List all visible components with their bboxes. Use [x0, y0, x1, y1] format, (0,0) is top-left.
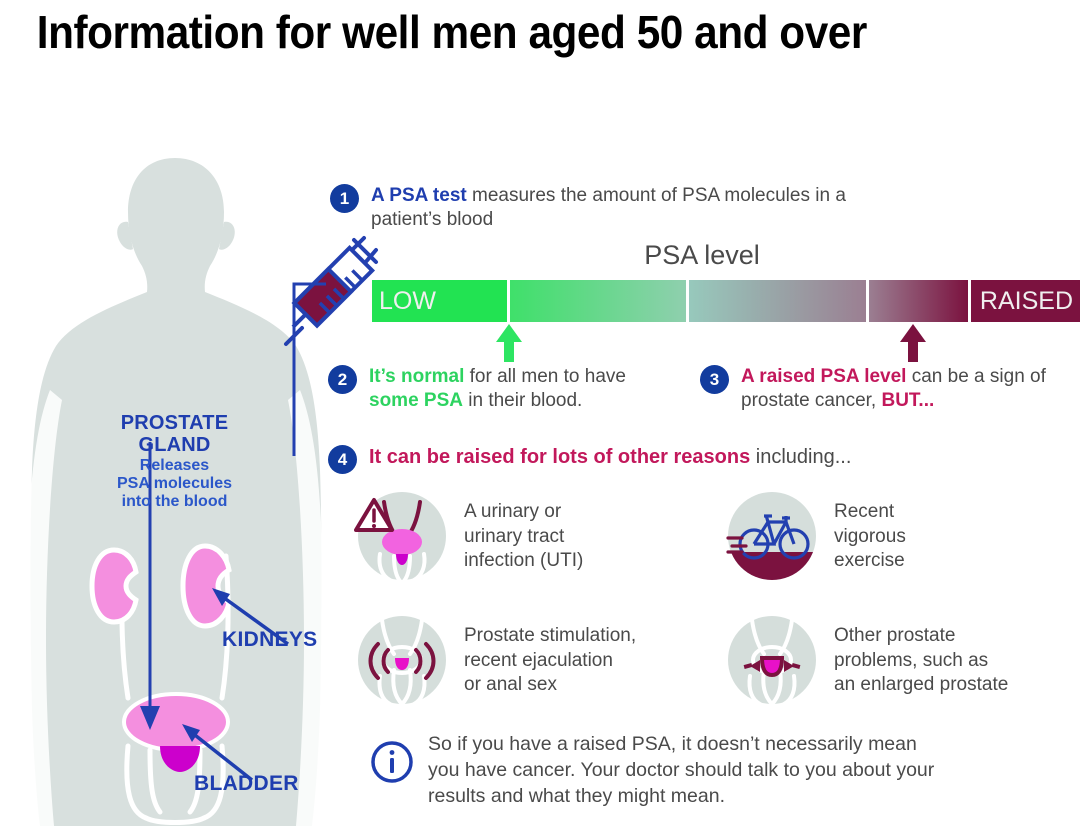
page-header: Information for well men aged 50 and ove…: [0, 0, 1080, 148]
psa-low-label: LOW: [379, 287, 436, 315]
bladder-pointer-head: [182, 724, 200, 742]
reason-stimulation-line-1: Prostate stimulation,: [464, 625, 637, 646]
reason-stimulation-text: Prostate stimulation, recent ejaculation…: [464, 612, 636, 698]
step-2: 2 It’s normal for all men to have some P…: [328, 365, 678, 414]
warning-triangle-icon: [354, 498, 394, 532]
step-4-bold: It can be raised for lots of other reaso…: [369, 446, 751, 468]
psa-segment-4: [868, 280, 968, 322]
step-2-bold: It’s normal: [369, 366, 465, 387]
step-3-number: 3: [700, 365, 729, 394]
prostate-desc-line-2: PSA molecules: [116, 474, 232, 492]
reason-uti-line-2: urinary tract: [464, 525, 565, 547]
enlarged-prostate-icon: [724, 612, 820, 708]
bladder-label: BLADDER: [194, 772, 299, 795]
psa-raised-arrow-icon: [900, 324, 926, 362]
step-3-bold: A raised PSA level: [741, 366, 907, 387]
step-1-number: 1: [330, 184, 359, 213]
prostate-label-line-2: GLAND: [138, 434, 211, 457]
speed-lines-icon: [726, 536, 748, 554]
prostate-desc-line-3: into the blood: [121, 492, 228, 510]
prostate-icon: [160, 746, 200, 772]
step-3-mid: can be a sign of prostate cancer,: [741, 366, 1046, 412]
psa-level-bar: LOW RAISED: [372, 280, 1080, 322]
reason-item-stimulation: Prostate stimulation, recent ejaculation…: [354, 612, 636, 708]
kidney-pointer-head: [212, 588, 230, 606]
step-3: 3 A raised PSA level can be a sign of pr…: [700, 365, 1070, 414]
reason-exercise-text: Recent vigorous exercise: [834, 488, 906, 574]
stimulation-waves-icon: [354, 612, 450, 708]
psa-segment-low: LOW: [372, 280, 507, 322]
prostate-desc-line-1: Releases: [139, 456, 210, 474]
reason-stimulation-line-3: or anal sex: [464, 674, 557, 696]
infographic-panel: PROSTATE GLAND Releases PSA molecules in…: [0, 150, 1080, 826]
info-icon: [370, 740, 414, 784]
psa-segment-raised: RAISED: [970, 280, 1080, 322]
reason-item-enlarged-prostate: Other prostate problems, such as an enla…: [724, 612, 1008, 708]
body-silhouette: [30, 158, 322, 826]
reason-exercise-line-1: Recent: [834, 501, 895, 522]
step-4-number: 4: [328, 445, 357, 474]
steps-column: 1 A PSA test measures the amount of PSA …: [284, 150, 1080, 826]
info-note: So if you have a raised PSA, it doesn’t …: [370, 732, 934, 810]
step-2-bold-2: some PSA: [369, 390, 463, 412]
step-1-bold: A PSA test: [371, 185, 467, 206]
info-note-text: So if you have a raised PSA, it doesn’t …: [428, 732, 934, 810]
step-1-text: A PSA test measures the amount of PSA mo…: [371, 184, 910, 233]
step-3-bold-2: BUT...: [881, 390, 935, 412]
psa-raised-label: RAISED: [979, 287, 1074, 315]
step-4-text: It can be raised for lots of other reaso…: [369, 445, 851, 471]
syringe-icon: [284, 236, 378, 346]
bladder-icon: [122, 692, 230, 752]
reason-uti-line-1: A urinary or: [464, 501, 562, 522]
bicycle-icon: [724, 488, 820, 584]
step-1: 1 A PSA test measures the amount of PSA …: [330, 184, 910, 233]
reason-enlarged-line-2: problems, such as: [834, 649, 989, 671]
reason-exercise-line-3: exercise: [834, 550, 905, 572]
kidney-pointer: [214, 590, 290, 646]
psa-segment-3: [689, 280, 866, 322]
page-title: Information for well men aged 50 and ove…: [36, 6, 868, 58]
step-4-rest: including...: [750, 446, 852, 468]
reason-uti-line-3: infection (UTI): [464, 550, 584, 572]
prostate-gland-label: PROSTATE GLAND Releases PSA molecules in…: [92, 412, 257, 511]
psa-level-title: PSA level: [644, 240, 760, 270]
step-3-text: A raised PSA level can be a sign of pros…: [741, 365, 1070, 414]
reason-uti-text: A urinary or urinary tract infection (UT…: [464, 488, 583, 574]
prostate-label-line-1: PROSTATE: [120, 412, 229, 434]
bladder-warning-icon: [354, 488, 450, 584]
psa-segment-2: [509, 280, 687, 322]
reason-item-exercise: Recent vigorous exercise: [724, 488, 906, 584]
kidney-left-icon: [89, 547, 139, 625]
step-2-text: It’s normal for all men to have some PSA…: [369, 365, 678, 414]
step-1-rest: measures the amount of PSA molecules in …: [371, 185, 846, 231]
info-note-line-1: So if you have a raised PSA, it doesn’t …: [428, 733, 917, 755]
body-diagram: PROSTATE GLAND Releases PSA molecules in…: [0, 150, 350, 826]
reason-enlarged-text: Other prostate problems, such as an enla…: [834, 612, 1008, 698]
reason-stimulation-line-2: recent ejaculation: [464, 649, 613, 671]
info-note-line-2: you have cancer. Your doctor should talk…: [428, 758, 935, 781]
step-2-rest: in their blood.: [462, 390, 583, 412]
reason-item-uti: A urinary or urinary tract infection (UT…: [354, 488, 583, 584]
psa-low-arrow-icon: [496, 324, 522, 362]
info-note-line-3: results and what they might mean.: [428, 784, 725, 807]
reason-enlarged-line-3: an enlarged prostate: [834, 674, 1009, 696]
reason-enlarged-line-1: Other prostate: [834, 625, 956, 646]
psa-flow-arrowhead: [140, 706, 160, 730]
syringe-connector-line: [292, 282, 326, 456]
bladder-pointer: [184, 726, 254, 782]
step-4: 4 It can be raised for lots of other rea…: [328, 445, 968, 474]
step-2-number: 2: [328, 365, 357, 394]
kidneys-label: KIDNEYS: [222, 628, 318, 651]
reason-exercise-line-2: vigorous: [834, 525, 906, 547]
step-2-mid: for all men to have: [464, 366, 626, 387]
